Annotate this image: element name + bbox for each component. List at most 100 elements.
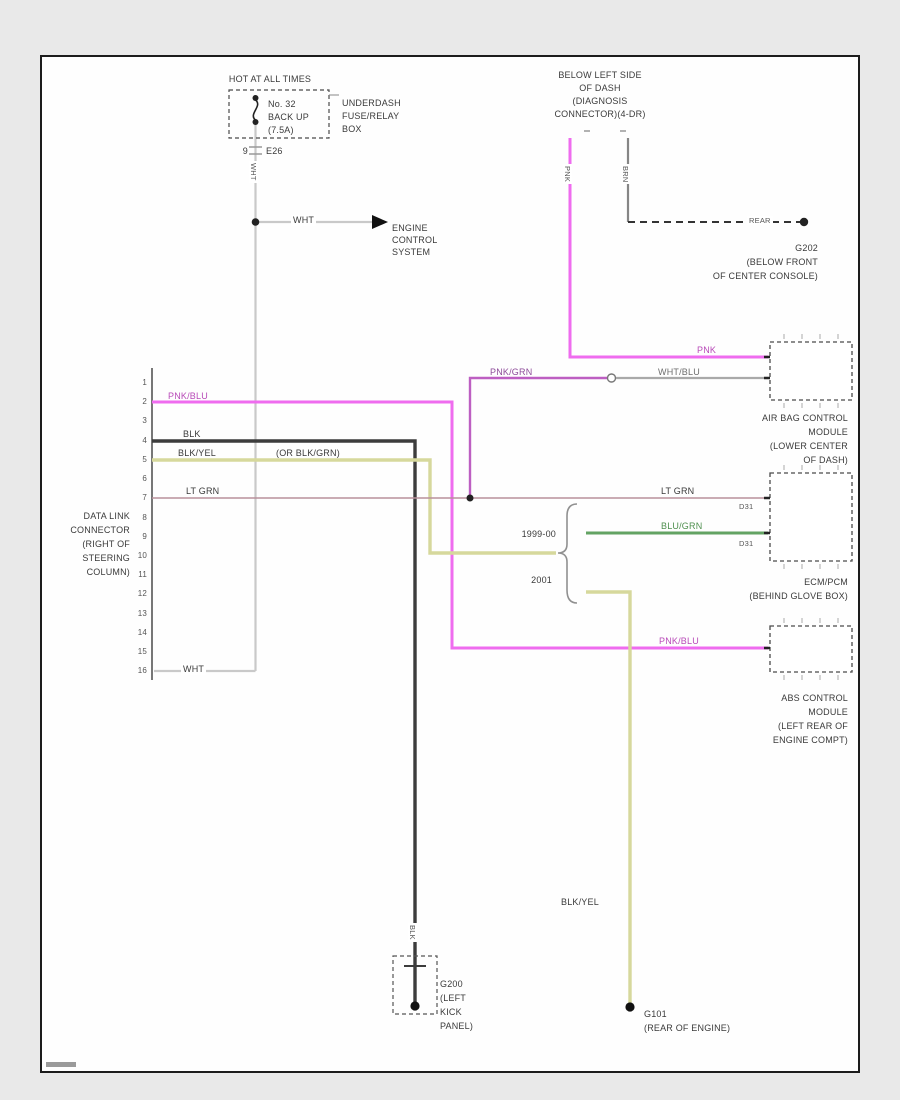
dlc-caption-line2: CONNECTOR bbox=[70, 525, 130, 535]
dlc-pin-number: 15 bbox=[137, 647, 147, 656]
module-edge-ticks bbox=[783, 334, 839, 680]
dlc-caption-line1: DATA LINK bbox=[83, 511, 130, 521]
blk-ground-wire bbox=[152, 439, 426, 1005]
year-split-brace bbox=[557, 503, 578, 604]
abs-caption-line2: MODULE bbox=[808, 707, 848, 717]
engine-control-system-line3: SYSTEM bbox=[392, 247, 431, 257]
g101-caption-line2: (REAR OF ENGINE) bbox=[644, 1023, 731, 1033]
abs-module-box bbox=[769, 625, 853, 673]
fuse-label-line1: No. 32 bbox=[268, 99, 296, 109]
dlc-pin-number: 11 bbox=[138, 570, 147, 579]
dlc-pin-number: 4 bbox=[142, 436, 147, 445]
k-line-wire-label-2: LT GRN bbox=[661, 486, 695, 496]
pin2-wire-color-label: PNK/BLU bbox=[168, 391, 208, 401]
fuse-pin-number: 9 bbox=[242, 146, 248, 156]
g200-connector-box bbox=[392, 955, 438, 1015]
pnk-diagnosis-wire bbox=[568, 138, 768, 359]
dlc-pin-number: 5 bbox=[142, 455, 147, 464]
module-pin-stubs bbox=[764, 355, 770, 650]
airbag-branch-wire-label-b: WHT/BLU bbox=[658, 367, 700, 377]
diagnosis-location-line4: CONNECTOR)(4-DR) bbox=[554, 109, 646, 119]
pnk-wire-label-vertical: PNK bbox=[563, 164, 572, 185]
airbag-module-box bbox=[769, 341, 853, 401]
fusebox-label-line1: UNDERDASH bbox=[342, 98, 401, 108]
diagram-sheet bbox=[40, 55, 860, 1073]
inline-connector-circle bbox=[606, 373, 617, 383]
dlc-pin-number: 7 bbox=[142, 493, 147, 502]
airbag-branch-wire-label-a: PNK/GRN bbox=[490, 367, 533, 377]
g101-caption-line1: G101 bbox=[644, 1009, 667, 1019]
connector-gap-ticks bbox=[249, 146, 262, 155]
dlc-pin-number: 12 bbox=[137, 589, 147, 598]
year-range-bottom-label: 2001 bbox=[531, 575, 552, 585]
ecm-caption-line1: ECM/PCM bbox=[804, 577, 848, 587]
pnk-blu-wire bbox=[152, 400, 768, 650]
abs-caption-line4: ENGINE COMPT) bbox=[772, 735, 848, 745]
diagnosis-location-line3: (DIAGNOSIS bbox=[572, 96, 628, 106]
diagnosis-location-line1: BELOW LEFT SIDE bbox=[558, 70, 642, 80]
ecm-caption-line2: (BEHIND GLOVE BOX) bbox=[749, 591, 848, 601]
engine-control-system-line1: ENGINE bbox=[392, 223, 428, 233]
brn-wire-label-vertical: BRN bbox=[621, 164, 630, 185]
g200-ground-dot bbox=[410, 1001, 420, 1011]
ecm-pin-bottom-label: D31 bbox=[739, 539, 754, 548]
fuse-connector-id: E26 bbox=[266, 146, 283, 156]
wht-wire-label-vertical: WHT bbox=[249, 161, 258, 183]
dlc-pin-number: 2 bbox=[142, 397, 147, 406]
splice-dot-engine-branch bbox=[251, 218, 260, 226]
year-range-top-label: 1999-00 bbox=[521, 529, 556, 539]
dlc-pin-number: 6 bbox=[142, 474, 147, 483]
ecm-pin-top-label: D31 bbox=[739, 502, 754, 511]
airbag-caption-line2: MODULE bbox=[808, 427, 848, 437]
sheet-code-mark bbox=[46, 1062, 76, 1067]
g101-ground-dot bbox=[625, 1002, 635, 1012]
pin5-wire-color-label: BLK/YEL bbox=[178, 448, 216, 458]
dlc-pin-number: 14 bbox=[137, 628, 147, 637]
g202-splice-line2: (BELOW FRONT bbox=[746, 257, 818, 267]
diagnosis-location-line2: OF DASH bbox=[579, 83, 621, 93]
dlc-pin-number: 3 bbox=[142, 416, 147, 425]
engine-branch-wire-label: WHT bbox=[291, 215, 317, 226]
abs-caption-line1: ABS CONTROL bbox=[781, 693, 848, 703]
rear-direction-label: REAR bbox=[747, 216, 773, 225]
scs-wire-color-label: BLU/GRN bbox=[661, 521, 703, 531]
engine-control-arrow bbox=[372, 215, 388, 229]
dlc-feed-wire-label: WHT bbox=[181, 664, 207, 675]
dlc-pin-number: 1 bbox=[142, 378, 147, 387]
engine-control-system-line2: CONTROL bbox=[392, 235, 438, 245]
dlc-caption-line5: COLUMN) bbox=[86, 567, 130, 577]
fuse-label-line3: (7.5A) bbox=[268, 125, 294, 135]
g200-caption-line4: PANEL) bbox=[440, 1021, 474, 1031]
fuse-box-outline bbox=[228, 89, 330, 139]
dlc-pin-number: 9 bbox=[142, 532, 147, 541]
dlc-pin-number: 8 bbox=[142, 513, 147, 522]
g200-caption-line3: KICK bbox=[440, 1007, 462, 1017]
abs-caption-line3: (LEFT REAR OF bbox=[778, 721, 848, 731]
airbag-pnk-wire-label: PNK bbox=[697, 345, 717, 355]
airbag-caption-line3: (LOWER CENTER bbox=[769, 441, 848, 451]
g200-caption-line1: G200 bbox=[440, 979, 463, 989]
g202-splice-line1: G202 bbox=[795, 243, 818, 253]
splice-dot-g202 bbox=[799, 217, 809, 227]
fusebox-label-line2: FUSE/RELAY bbox=[342, 111, 400, 121]
pin4-wire-color-label: BLK bbox=[183, 429, 201, 439]
g101-wire-color-label: BLK/YEL bbox=[561, 897, 599, 907]
pin7-wire-color-label: LT GRN bbox=[186, 486, 220, 496]
splice-dot-k-line bbox=[466, 494, 474, 502]
blk-yel-wire bbox=[152, 458, 632, 1006]
g200-caption-line2: (LEFT bbox=[440, 993, 467, 1003]
g200-wire-color-label-vertical: BLK bbox=[408, 923, 417, 942]
dlc-pin-number: 13 bbox=[137, 609, 147, 618]
ecm-module-box bbox=[769, 472, 853, 562]
pnk-grn-branch-wire bbox=[468, 376, 607, 498]
pin5-wire-alt-color-label: (OR BLK/GRN) bbox=[276, 448, 340, 458]
airbag-caption-line4: OF DASH) bbox=[803, 455, 848, 465]
fusebox-label-line3: BOX bbox=[342, 124, 362, 134]
hot-at-all-times-label: HOT AT ALL TIMES bbox=[228, 74, 312, 84]
abs-wire-color-label: PNK/BLU bbox=[659, 636, 699, 646]
g202-splice-line3: OF CENTER CONSOLE) bbox=[712, 271, 818, 281]
fuse-symbol bbox=[228, 89, 339, 139]
dlc-pin-number: 10 bbox=[137, 551, 147, 560]
